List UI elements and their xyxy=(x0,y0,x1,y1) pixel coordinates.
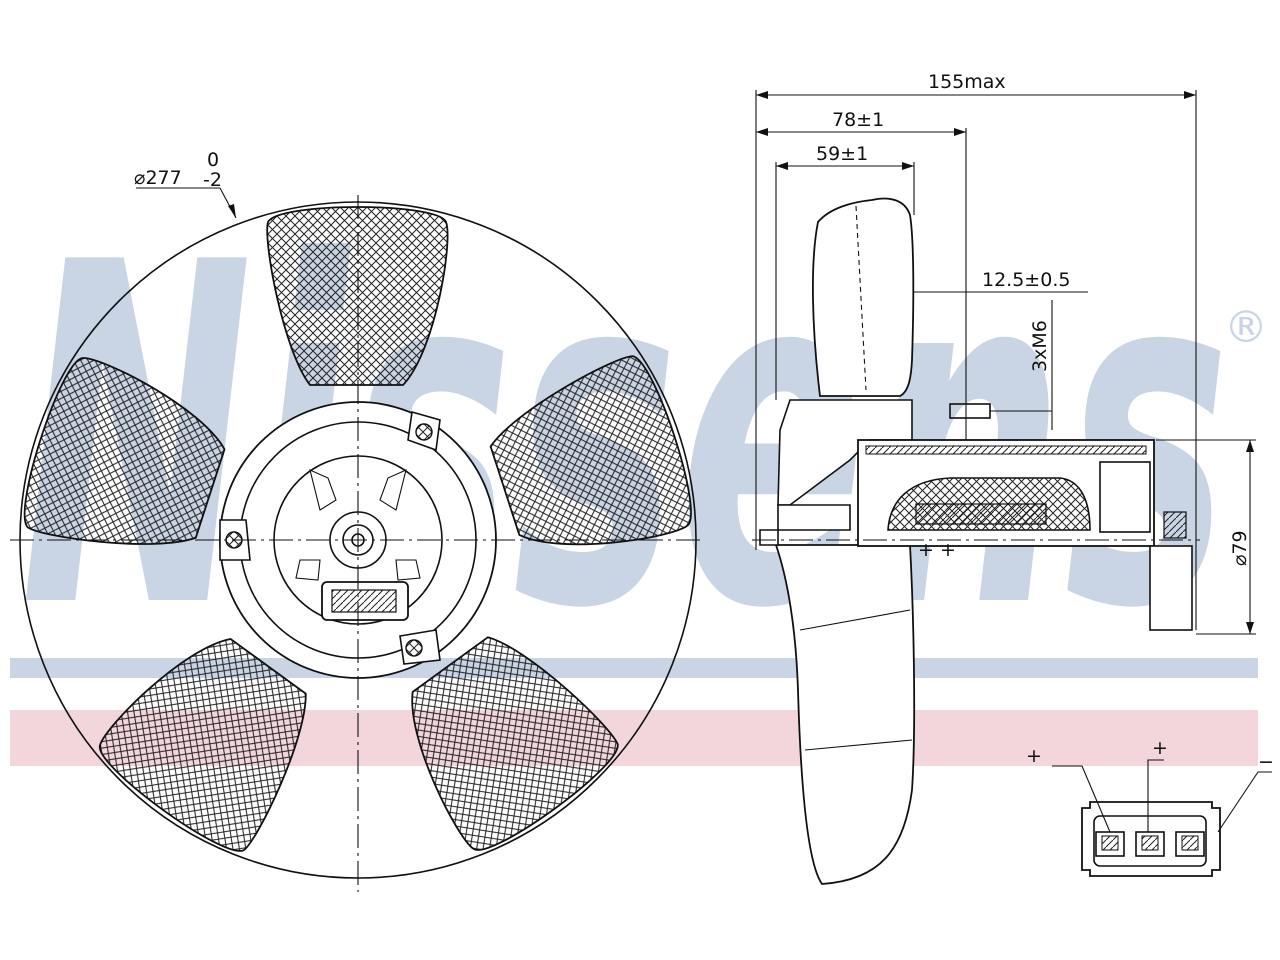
fan-diameter-tolerance-upper: 0 xyxy=(207,149,219,171)
connector-leader-3 xyxy=(1217,771,1272,833)
dimension-12-5: 12.5±0.5 xyxy=(914,269,1088,293)
hub-ribs xyxy=(295,469,421,581)
mounting-lug-bottom-right xyxy=(399,629,441,665)
blade-profile-lower xyxy=(774,544,916,885)
dimension-59: 59±1 xyxy=(775,143,915,400)
connector-terminal-2 xyxy=(1135,831,1165,857)
rear-connector-body xyxy=(1149,545,1193,631)
connector-leader-2 xyxy=(1147,759,1164,832)
motor-windings xyxy=(915,503,1047,525)
dim-12-5-label: 12.5±0.5 xyxy=(982,269,1070,291)
fan-diameter-callout: ⌀277 0 -2 xyxy=(134,149,237,219)
bolt-callout-label: 3xM6 xyxy=(1029,320,1051,372)
mounting-lug-top-right xyxy=(407,410,441,452)
bolt-callout: 3xM6 xyxy=(1029,300,1053,430)
side-view-polarity-marks: + + xyxy=(918,539,956,561)
fan-front-view xyxy=(10,195,704,892)
connector-pin2-polarity: + xyxy=(1152,737,1168,759)
rear-terminal xyxy=(1163,511,1187,539)
dimension-78: 78±1 xyxy=(756,109,967,440)
hub-base xyxy=(759,504,851,546)
dim-78-label: 78±1 xyxy=(832,109,884,131)
dimension-motor-diameter: ⌀79 xyxy=(1156,439,1256,635)
motor-brush-holder xyxy=(1099,461,1151,533)
fan-side-view: + + xyxy=(752,197,1200,885)
connector-leader-1 xyxy=(1052,765,1111,833)
connector-pins-front xyxy=(331,589,397,613)
watermark-registered-mark: ® xyxy=(1224,302,1268,353)
overall-length-label: 155max xyxy=(928,71,1006,93)
fan-diameter-tolerance-lower: -2 xyxy=(203,169,222,191)
blade-profile-upper xyxy=(812,197,915,397)
hub-flange xyxy=(777,399,913,506)
connector-pin3-polarity: − xyxy=(1258,751,1274,773)
dimension-overall-length: 155max xyxy=(755,71,1197,630)
connector-face xyxy=(1093,815,1207,867)
watermark: Nissens ® xyxy=(10,164,1268,766)
motor-can-wall xyxy=(865,445,1147,455)
connector-detail: + + − xyxy=(1026,737,1274,877)
fan-diameter-label: ⌀277 xyxy=(134,167,182,189)
connector-pin1-polarity: + xyxy=(1026,745,1042,767)
dim-59-label: 59±1 xyxy=(816,143,868,165)
connector-terminal-3 xyxy=(1175,831,1205,857)
motor-diameter-label: ⌀79 xyxy=(1229,530,1251,566)
